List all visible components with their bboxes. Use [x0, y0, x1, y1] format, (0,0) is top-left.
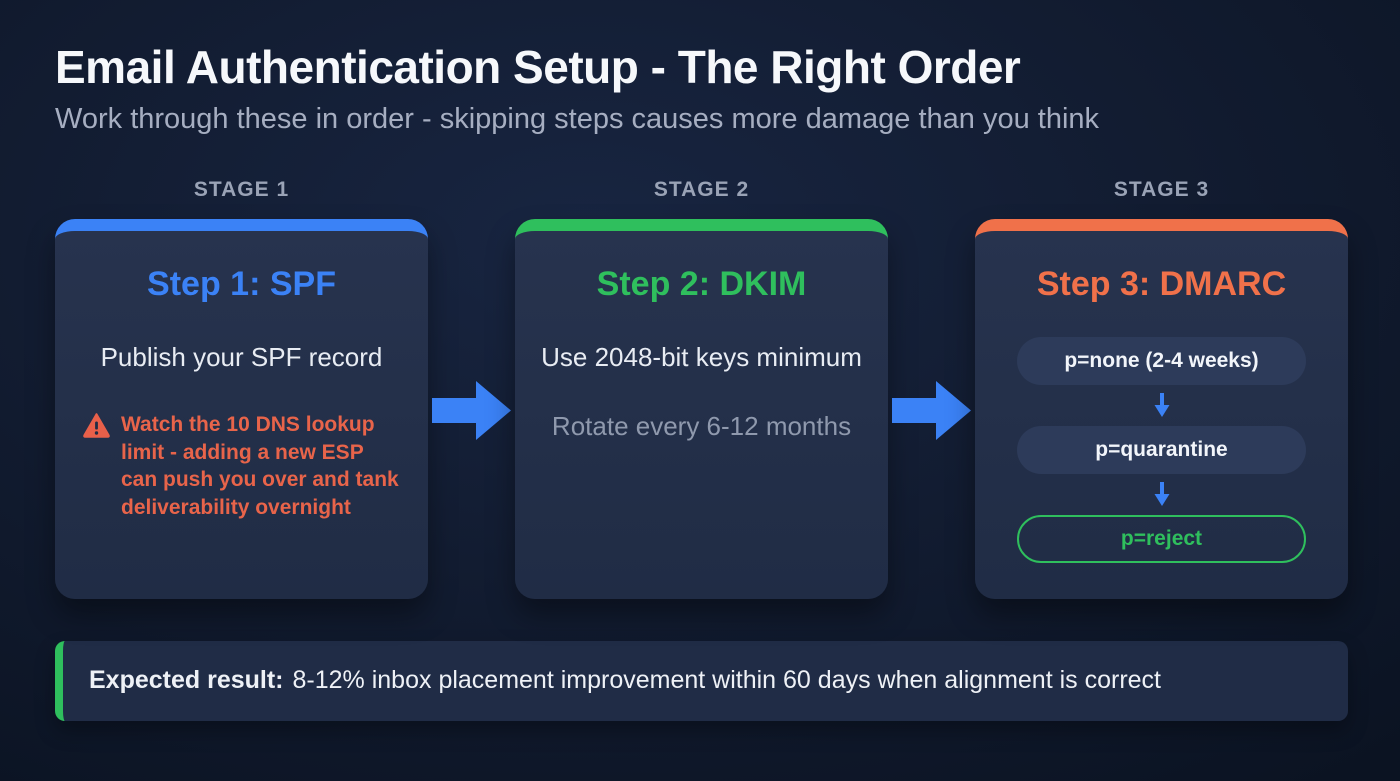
page-title: Email Authentication Setup - The Right O…	[55, 41, 1021, 93]
expected-result-banner: Expected result: 8-12% inbox placement i…	[55, 640, 1348, 721]
stage-column-dkim: STAGE 2 Step 2: DKIM Use 2048-bit keys m…	[515, 178, 888, 599]
dmarc-card-title: Step 3: DMARC	[1036, 264, 1287, 303]
stage-label: STAGE 3	[1113, 177, 1210, 201]
dkim-card-description: Use 2048-bit keys minimum	[541, 341, 862, 372]
page-subtitle: Work through these in order - skipping s…	[55, 102, 1100, 135]
stage-label: STAGE 1	[193, 177, 290, 201]
dmarc-policy-stack: p=none (2-4 weeks) p=quarantine	[997, 336, 1326, 563]
arrow-down-icon	[1151, 385, 1173, 426]
stage-column-spf: STAGE 1 Step 1: SPF Publish your SPF rec…	[55, 178, 428, 599]
policy-pill-none: p=none (2-4 weeks)	[1017, 336, 1306, 385]
stage-column-dmarc: STAGE 3 Step 3: DMARC p=none (2-4 weeks)…	[975, 178, 1348, 599]
arrow-down-icon	[1151, 474, 1173, 515]
result-text: 8-12% inbox placement improvement within…	[292, 666, 1161, 695]
spf-card: Step 1: SPF Publish your SPF record Watc…	[55, 218, 428, 599]
result-label: Expected result:	[89, 666, 284, 695]
stages-row: STAGE 1 Step 1: SPF Publish your SPF rec…	[55, 178, 1348, 599]
policy-pill-reject: p=reject	[1017, 514, 1306, 563]
dkim-card: Step 2: DKIM Use 2048-bit keys minimum R…	[515, 218, 888, 599]
spf-warning-text: Watch the 10 DNS lookup limit - adding a…	[121, 412, 399, 520]
spf-warning-box: Watch the 10 DNS lookup limit - adding a…	[77, 411, 406, 523]
flow-arrow-right-icon	[888, 379, 975, 442]
dkim-card-title: Step 2: DKIM	[596, 264, 807, 303]
warning-triangle-icon	[83, 411, 110, 443]
stage-label: STAGE 2	[653, 177, 750, 201]
policy-pill-quarantine: p=quarantine	[1017, 425, 1306, 474]
spf-card-title: Step 1: SPF	[147, 264, 336, 303]
flow-arrow-right-icon	[428, 379, 515, 442]
dmarc-card: Step 3: DMARC p=none (2-4 weeks) p=quara…	[975, 218, 1348, 599]
spf-card-description: Publish your SPF record	[100, 341, 383, 372]
dkim-rotation-note: Rotate every 6-12 months	[551, 410, 852, 441]
